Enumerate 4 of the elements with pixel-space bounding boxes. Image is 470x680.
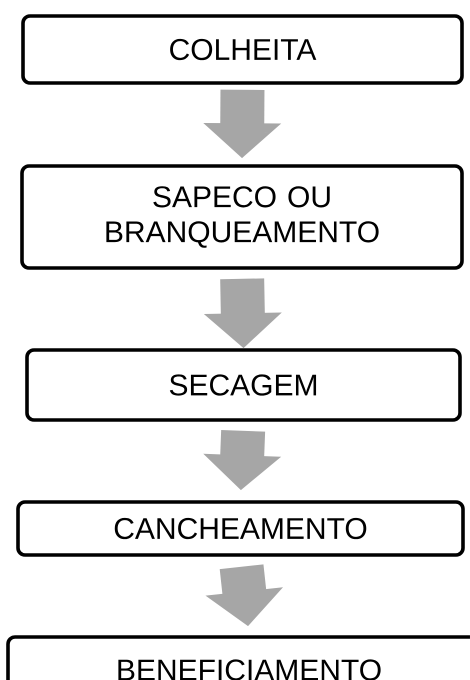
process-box: COLHEITA	[21, 14, 464, 85]
process-box: SAPECO OU BRANQUEAMENTO	[20, 164, 464, 270]
process-box: CANCHEAMENTO	[16, 500, 465, 557]
process-box: SECAGEM	[25, 348, 462, 422]
